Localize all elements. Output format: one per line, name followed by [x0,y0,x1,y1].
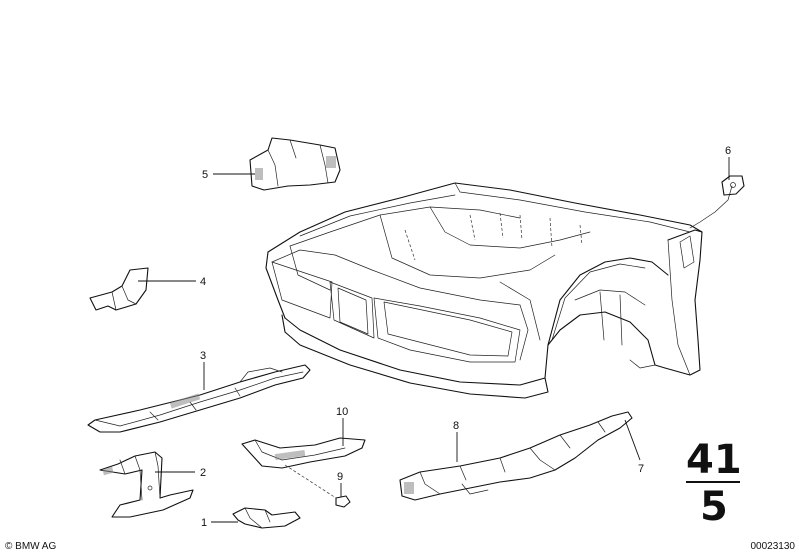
part-10-brace [241,437,366,469]
part-5-mounting-plate [249,137,341,191]
callout-2: 2 [200,467,206,479]
group-code-bottom: 5 [700,484,728,530]
callout-leaders [138,157,730,523]
part-7-8-side-member [399,411,633,501]
callout-8: 8 [453,420,459,432]
callout-6: 6 [725,145,731,157]
group-code: 41 5 [686,437,742,530]
group-code-top: 41 [686,437,742,483]
callout-9: 9 [337,471,343,483]
callout-10: 10 [336,406,348,418]
callout-1: 1 [201,517,207,529]
diagram-id: 00023130 [750,541,796,552]
part-6-latch-clip [721,175,745,196]
front-body-section [265,182,733,399]
callout-5: 5 [202,169,208,181]
part-3-cross-member [87,364,311,433]
copyright-text: © BMW AG [5,541,57,552]
callout-7: 7 [638,463,644,475]
callout-4: 4 [200,276,206,288]
part-4-angle-bracket [89,267,149,311]
callout-3: 3 [200,350,206,362]
part-1-bracket [232,507,301,529]
part-2-support [99,451,194,518]
part-9-nut [335,495,351,508]
